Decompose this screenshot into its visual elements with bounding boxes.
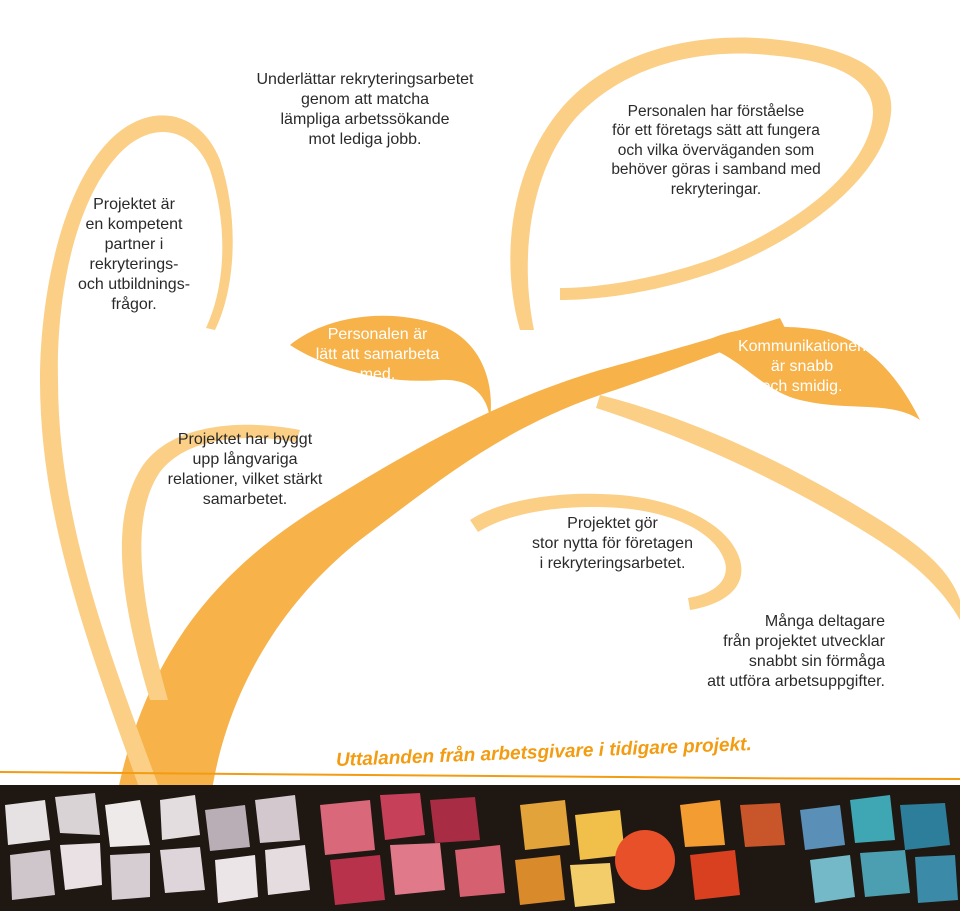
branch-right-lower [596, 395, 960, 620]
leaf-samarbeta [290, 315, 491, 420]
quote-nytta: Projektet gör stor nytta för företagen i… [532, 515, 693, 572]
quote-relationer: Projektet har byggt upp långvariga relat… [167, 431, 323, 508]
quote-matcha: Underlättar rekryteringsarbetet genom at… [256, 71, 474, 148]
branch-left-loop [40, 115, 233, 790]
branch-upper-loop [510, 37, 892, 330]
quote-forstaelse: Personalen har förståelse för ett företa… [611, 103, 821, 198]
horizon-line [0, 771, 960, 780]
leaf-kommunikation [700, 326, 920, 420]
quote-kommunikation: Kommunikationen är snabb och smidig. [737, 338, 867, 395]
mosaic-image [0, 785, 960, 911]
quote-samarbeta: Personalen är lätt att samarbeta med. [315, 326, 440, 383]
quote-deltagare: Många deltagare från projektet utvecklar… [707, 613, 885, 690]
branch-lower-curl [470, 493, 742, 610]
trunk [118, 318, 786, 790]
quote-kompetent-partner: Projektet är en kompetent partner i rekr… [77, 196, 191, 313]
